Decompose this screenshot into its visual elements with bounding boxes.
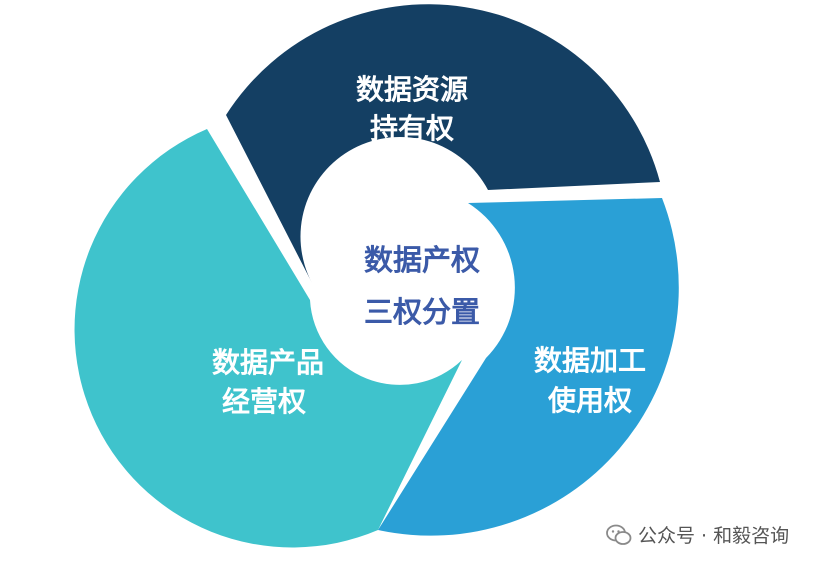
watermark: 公众号 · 和毅咨询: [606, 521, 789, 548]
segment-processing-use-label-line2: 使用权: [547, 384, 632, 417]
watermark-text: 公众号 · 和毅咨询: [638, 525, 790, 547]
wechat-icon: [606, 524, 632, 545]
segment-resource-holding: [226, 4, 660, 284]
segment-resource-holding-label-line1: 数据资源: [356, 73, 468, 106]
center-label-line1: 数据产权: [364, 243, 480, 277]
segment-resource-holding-label-line2: 持有权: [370, 112, 454, 145]
segment-product-operation: [74, 129, 463, 548]
segment-processing-use: [378, 198, 679, 536]
center-label-line2: 三权分置: [364, 295, 480, 329]
segment-processing-use-label-line1: 数据加工: [534, 344, 646, 377]
segment-product-operation-label-line2: 经营权: [222, 385, 306, 418]
segment-product-operation-label-line1: 数据产品: [212, 346, 324, 379]
